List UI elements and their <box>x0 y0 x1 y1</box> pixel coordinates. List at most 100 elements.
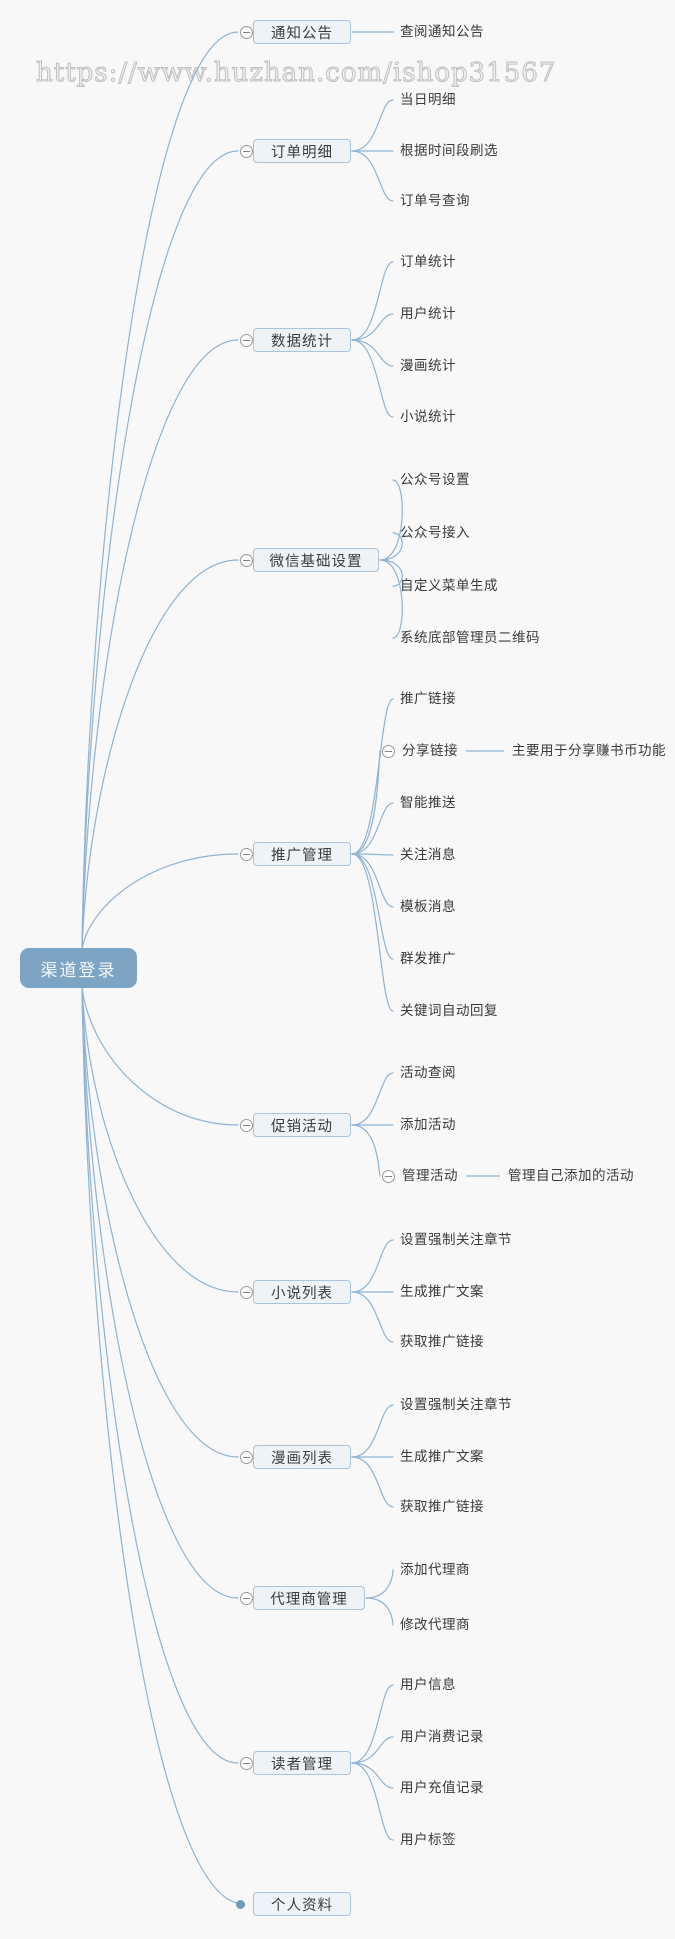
collapse-toggle[interactable] <box>239 144 253 158</box>
child-node[interactable]: 修改代理商 <box>400 1617 470 1632</box>
child-node[interactable]: 用户信息 <box>400 1677 456 1692</box>
child-node[interactable]: 群发推广 <box>400 951 456 966</box>
edge <box>351 1684 394 1764</box>
child-node[interactable]: 公众号设置 <box>400 472 470 487</box>
branch-node-5[interactable]: 推广管理 <box>253 842 351 866</box>
child-node[interactable]: 活动查阅 <box>400 1065 456 1080</box>
note-node[interactable]: 管理自己添加的活动 <box>508 1168 634 1183</box>
child-node[interactable]: 用户消费记录 <box>400 1729 484 1744</box>
edge <box>379 532 403 561</box>
branch-node-8[interactable]: 漫画列表 <box>253 1445 351 1469</box>
child-node[interactable]: 设置强制关注章节 <box>400 1397 512 1412</box>
branch-node-4[interactable]: 微信基础设置 <box>253 548 379 572</box>
edge <box>351 1124 381 1177</box>
branch-node-3[interactable]: 数据统计 <box>253 328 351 352</box>
collapse-toggle[interactable] <box>381 1169 395 1183</box>
edge <box>81 985 239 1599</box>
minus-icon <box>242 339 250 341</box>
child-node[interactable]: 获取推广链接 <box>400 1499 484 1514</box>
edge <box>351 1762 394 1841</box>
branch-node-6[interactable]: 促销活动 <box>253 1113 351 1137</box>
collapse-toggle[interactable] <box>239 1591 253 1605</box>
child-node[interactable]: 用户充值记录 <box>400 1780 484 1795</box>
collapse-toggle[interactable] <box>239 1285 253 1299</box>
branch-node-1[interactable]: 通知公告 <box>253 20 351 44</box>
child-node[interactable]: 订单号查询 <box>400 193 470 208</box>
child-node[interactable]: 关注消息 <box>400 847 456 862</box>
child-node[interactable]: 漫画统计 <box>400 358 456 373</box>
edge <box>81 985 239 1764</box>
child-node[interactable]: 生成推广文案 <box>400 1449 484 1464</box>
edge <box>351 1072 394 1126</box>
child-node[interactable]: 添加代理商 <box>400 1562 470 1577</box>
branch-node-10[interactable]: 读者管理 <box>253 1751 351 1775</box>
collapse-toggle[interactable] <box>239 847 253 861</box>
edge <box>365 1597 394 1626</box>
child-node[interactable]: 小说统计 <box>400 409 456 424</box>
child-node[interactable]: 模板消息 <box>400 899 456 914</box>
edge <box>81 150 239 951</box>
minus-icon <box>384 750 392 752</box>
collapse-toggle[interactable] <box>239 1118 253 1132</box>
branch-node-9[interactable]: 代理商管理 <box>253 1586 365 1610</box>
child-node[interactable]: 分享链接 <box>402 743 458 758</box>
edge <box>379 479 403 561</box>
child-node[interactable]: 根据时间段刷选 <box>400 143 498 158</box>
edge <box>351 1456 394 1508</box>
edge <box>351 1736 394 1764</box>
child-node[interactable]: 公众号接入 <box>400 525 470 540</box>
collapse-toggle[interactable] <box>239 25 253 39</box>
edge <box>81 31 239 951</box>
minus-icon <box>384 1175 392 1177</box>
child-node[interactable]: 设置强制关注章节 <box>400 1232 512 1247</box>
child-node[interactable]: 自定义菜单生成 <box>400 578 498 593</box>
edge <box>351 339 394 367</box>
child-node[interactable]: 当日明细 <box>400 92 456 107</box>
edge <box>351 313 394 341</box>
child-node[interactable]: 添加活动 <box>400 1117 456 1132</box>
child-node[interactable]: 获取推广链接 <box>400 1334 484 1349</box>
branch-node-2[interactable]: 订单明细 <box>253 139 351 163</box>
end-dot <box>236 1899 245 1909</box>
edge <box>379 559 403 587</box>
collapse-toggle[interactable] <box>239 1756 253 1770</box>
collapse-toggle[interactable] <box>239 553 253 567</box>
collapse-toggle[interactable] <box>239 333 253 347</box>
child-node[interactable]: 管理活动 <box>402 1168 458 1183</box>
branch-node-11[interactable]: 个人资料 <box>253 1892 351 1916</box>
edge <box>351 853 394 960</box>
edge <box>81 339 239 951</box>
collapse-toggle[interactable] <box>381 744 395 758</box>
note-node[interactable]: 主要用于分享赚书币功能 <box>512 743 666 758</box>
child-node[interactable]: 用户标签 <box>400 1832 456 1847</box>
edge <box>351 698 394 855</box>
minus-icon <box>242 150 250 152</box>
child-node[interactable]: 查阅通知公告 <box>400 24 484 39</box>
edge <box>351 1239 394 1293</box>
branch-node-7[interactable]: 小说列表 <box>253 1280 351 1304</box>
child-node[interactable]: 智能推送 <box>400 795 456 810</box>
edge <box>365 1569 394 1599</box>
child-node[interactable]: 关键词自动回复 <box>400 1003 498 1018</box>
child-node[interactable]: 生成推广文案 <box>400 1284 484 1299</box>
collapse-toggle[interactable] <box>239 1450 253 1464</box>
root-node[interactable]: 渠道登录 <box>20 948 137 988</box>
edge <box>81 559 239 951</box>
child-node[interactable]: 推广链接 <box>400 691 456 706</box>
edge <box>351 750 381 855</box>
edge <box>81 853 239 951</box>
edge <box>379 559 403 639</box>
child-node[interactable]: 订单统计 <box>400 254 456 269</box>
minus-icon <box>242 1291 250 1293</box>
minus-icon <box>242 853 250 855</box>
child-node[interactable]: 系统底部管理员二维码 <box>400 630 540 645</box>
edge <box>351 1404 394 1458</box>
edge <box>81 985 239 1126</box>
child-node[interactable]: 用户统计 <box>400 306 456 321</box>
edge <box>351 1762 394 1789</box>
minus-icon <box>242 1456 250 1458</box>
edge <box>351 339 394 418</box>
minus-icon <box>242 31 250 33</box>
